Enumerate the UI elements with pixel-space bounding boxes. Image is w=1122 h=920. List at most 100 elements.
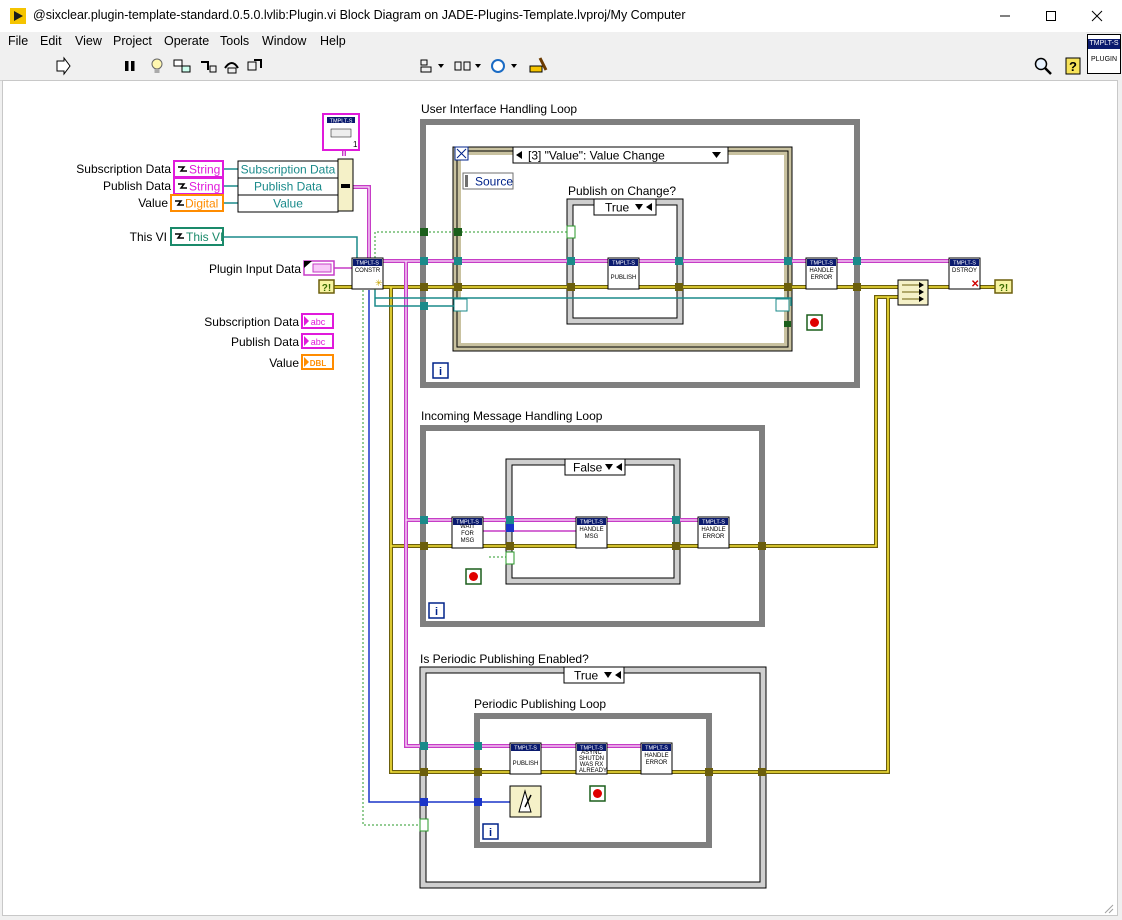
error-in-terminal[interactable]	[318, 279, 335, 294]
context-help-icon[interactable]: ?	[1064, 56, 1082, 76]
window-title: @sixclear.plugin-template-standard.0.5.0…	[33, 8, 686, 22]
incoming-loop-frame[interactable]	[420, 425, 765, 627]
subscription-data-indicator-label: Subscription Data	[204, 315, 299, 329]
periodic-case-selector[interactable]	[563, 666, 625, 684]
distribute-objects-icon[interactable]	[452, 56, 484, 76]
cluster-item: Subscription Data	[241, 163, 336, 177]
step-into-icon[interactable]	[198, 56, 218, 76]
ui-publish-subvi[interactable]: TMPLT-S PUBLISH	[607, 257, 640, 290]
ui-loop-iteration-terminal[interactable]	[432, 362, 449, 379]
event-case-selector[interactable]	[512, 146, 729, 164]
periodic-loop-iteration-terminal[interactable]	[482, 823, 499, 840]
stop-icon	[810, 318, 819, 327]
subvi-caption: CONSTR	[355, 268, 381, 274]
subvi-header: TMPLT-S	[612, 261, 635, 267]
vi-icon[interactable]: TMPLT-S PLUGIN	[1087, 34, 1121, 74]
periodic-handle-error-subvi[interactable]: TMPLT-S HANDLE ERROR	[640, 742, 673, 775]
wait-ms-node[interactable]	[509, 785, 542, 818]
menu-help[interactable]: Help	[320, 34, 346, 48]
maximize-button[interactable]	[1028, 0, 1074, 32]
string-type-label: String	[189, 180, 220, 194]
dbl-indicator-type: DBL	[310, 359, 327, 368]
pause-icon[interactable]	[122, 56, 138, 76]
incoming-handle-error-subvi[interactable]: TMPLT-S HANDLE ERROR	[697, 516, 730, 549]
ui-loop-frame[interactable]	[420, 119, 860, 388]
periodic-publish-subvi[interactable]: TMPLT-S PUBLISH	[509, 742, 542, 775]
subscription-data-indicator[interactable]	[301, 313, 334, 329]
value-indicator[interactable]	[301, 354, 334, 370]
constr-subvi[interactable]: TMPLT-S CONSTR ✳	[351, 257, 384, 290]
subvi-header: TMPLT-S	[514, 746, 537, 752]
incoming-case-selector[interactable]	[564, 458, 626, 476]
menu-edit[interactable]: Edit	[40, 34, 62, 48]
publish-data-indicator-label: Publish Data	[231, 335, 299, 349]
subvi-header: TMPLT-S	[330, 119, 353, 125]
step-out-icon[interactable]	[246, 56, 264, 76]
handle-msg-subvi[interactable]: TMPLT-S HANDLE MSG	[575, 516, 608, 549]
merge-errors-node[interactable]	[897, 279, 929, 306]
vi-ref-wire[interactable]	[368, 290, 521, 803]
align-objects-icon[interactable]	[418, 56, 446, 76]
cluster-item: Value	[273, 197, 303, 211]
this-vi-ref[interactable]	[170, 227, 224, 246]
menu-bar: File Edit View Project Operate Tools Win…	[0, 32, 1086, 52]
value-ref[interactable]	[170, 194, 224, 212]
menu-file[interactable]: File	[8, 34, 29, 48]
subvi-header: TMPLT-S	[953, 261, 976, 267]
step-over-icon[interactable]	[222, 56, 242, 76]
error-out-terminal[interactable]	[994, 279, 1013, 294]
tunnels[interactable]	[419, 225, 861, 832]
publish-data-indicator[interactable]	[301, 333, 334, 349]
menu-project[interactable]: Project	[113, 34, 152, 48]
periodic-loop-iteration-label: i	[489, 827, 492, 839]
menu-tools[interactable]: Tools	[220, 34, 250, 48]
close-button[interactable]	[1074, 0, 1120, 32]
incoming-loop-iteration-terminal[interactable]	[428, 602, 445, 619]
resize-grip-icon[interactable]	[1104, 904, 1114, 914]
reference-wires[interactable]	[223, 168, 792, 307]
digital-type-label: Digital	[185, 197, 218, 211]
chevron-down-icon	[712, 152, 721, 158]
subvi-header: TMPLT-S	[580, 520, 603, 526]
subvi-header: TMPLT-S	[702, 520, 725, 526]
menu-window[interactable]: Window	[262, 34, 307, 48]
plugin-input-data-label: Plugin Input Data	[209, 262, 301, 276]
search-icon[interactable]	[1032, 56, 1054, 76]
publish-on-change-selector[interactable]	[593, 198, 657, 216]
retain-wire-values-icon[interactable]	[172, 56, 194, 76]
this-vi-ref-label: This VI	[186, 230, 223, 244]
dstroy-subvi[interactable]: TMPLT-S DSTROY ✕	[948, 257, 981, 290]
ui-handle-error-subvi[interactable]: TMPLT-S HANDLE ERROR	[805, 257, 838, 290]
stop-icon	[593, 789, 602, 798]
value-indicator-label: Value	[269, 356, 299, 370]
periodic-loop-frame[interactable]	[474, 713, 712, 848]
run-arrow-icon[interactable]	[54, 56, 72, 76]
block-diagram-canvas[interactable]: User Interface Handling Loop i [3] "Valu…	[2, 80, 1118, 916]
subvi-caption: ASYNC SHUTDN WAS RX ALREADY	[579, 750, 607, 774]
publish-on-change-label: Publish on Change?	[568, 184, 676, 198]
menu-view[interactable]: View	[75, 34, 102, 48]
cluster-bundle[interactable]	[237, 160, 339, 213]
destroy-x-icon: ✕	[971, 279, 979, 290]
constructor-star-icon: ✳	[375, 278, 383, 288]
labview-app-icon	[10, 8, 26, 24]
menu-operate[interactable]: Operate	[164, 34, 210, 48]
subscription-data-label: Subscription Data	[76, 162, 171, 176]
error-wires[interactable]	[334, 285, 1001, 774]
ui-loop-label: User Interface Handling Loop	[421, 102, 577, 116]
minimize-button[interactable]	[982, 0, 1028, 32]
async-shutdown-subvi[interactable]: TMPLT-S ASYNC SHUTDN WAS RX ALREADY	[575, 742, 608, 775]
cluster-item: Publish Data	[254, 180, 322, 194]
reference-icon	[178, 183, 187, 189]
clean-up-diagram-icon[interactable]	[526, 56, 550, 76]
wait-for-msg-subvi[interactable]: TMPLT-S WAIT FOR MSG	[451, 516, 484, 549]
reorder-icon[interactable]	[488, 56, 520, 76]
this-vi-label: This VI	[130, 230, 167, 244]
publish-data-label: Publish Data	[103, 179, 171, 193]
highlight-execution-icon[interactable]	[148, 56, 166, 76]
periodic-case-selector-label: True	[574, 669, 599, 683]
subvi-header: TMPLT-S	[456, 520, 479, 526]
block-diagram[interactable]: User Interface Handling Loop i [3] "Valu…	[3, 81, 1118, 916]
subvi-caption: HANDLE ERROR	[701, 527, 726, 540]
event-data-node[interactable]	[462, 172, 514, 190]
